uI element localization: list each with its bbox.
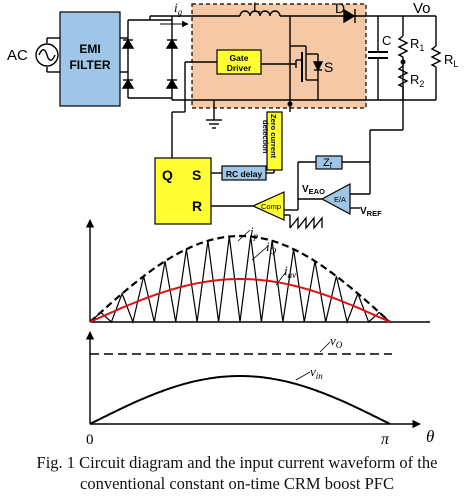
r1-label: R1 [410, 36, 424, 53]
vo-label: Vo [413, 0, 431, 17]
zf-label: Zf [323, 157, 333, 170]
voltage-waveform-plot: vO vin 0 π θ [85, 331, 434, 448]
vin-rectified-sine [89, 375, 391, 425]
iq-label: iQ [266, 239, 277, 256]
iav-label: iav [284, 263, 296, 280]
circuit-diagram [35, 3, 442, 230]
latch-s-label: S [192, 167, 201, 183]
peak-current-envelope [89, 234, 391, 323]
ground-icon [206, 100, 222, 129]
gate-driver-box [216, 49, 262, 75]
load-resistor-icon [430, 16, 442, 100]
vref-label: VREF [360, 206, 382, 218]
ac-source-icon [35, 37, 60, 73]
inductor-icon [239, 10, 281, 17]
switch-label: S [324, 59, 333, 75]
rl-label: RL [444, 52, 458, 69]
current-waveform-plot: ip iQ iav [85, 219, 430, 325]
latch-r-label: R [192, 198, 202, 214]
capacitor-label: C [382, 33, 391, 48]
emi-label-line1: EMI [79, 42, 100, 56]
ig-label: ig [174, 0, 183, 17]
ramp-signal-icon [289, 216, 323, 230]
emi-filter-box [59, 11, 121, 107]
vin-label: vin [310, 364, 323, 381]
circuit-labels: AC EMI FILTER ig L D Vo Gate Driver S C … [7, 0, 458, 218]
ac-label: AC [7, 47, 28, 64]
gate-driver-label-line2: Driver [227, 63, 252, 73]
diode-label: D [335, 0, 345, 16]
vo-waveform-label: vO [330, 333, 343, 350]
rc-delay-label: RC delay [226, 169, 263, 179]
inductor-label: L [253, 0, 261, 15]
veao-label: VEAO [302, 184, 325, 196]
r2-label: R2 [410, 72, 424, 89]
ip-label: ip [250, 224, 259, 241]
bridge-rectifier-icon [121, 19, 179, 99]
theta-label: θ [426, 427, 434, 446]
mosfet-switch-icon [290, 45, 324, 100]
gate-driver-label-line1: Gate [230, 53, 249, 63]
comparator-icon [251, 191, 285, 221]
comparator-label: Comp [261, 202, 281, 211]
output-capacitor-icon [368, 16, 388, 100]
caption-line-2: conventional constant on-time CRM boost … [80, 474, 394, 493]
origin-label: 0 [86, 432, 94, 448]
caption-line-1: Fig. 1 Circuit diagram and the input cur… [36, 453, 438, 472]
sr-latch-box [154, 157, 212, 225]
pi-label: π [381, 431, 390, 448]
inductor-current-triangle-wave [89, 236, 391, 325]
figure-caption: Fig. 1 Circuit diagram and the input cur… [0, 452, 474, 494]
emi-label-line2: FILTER [69, 58, 110, 72]
latch-q-label: Q [162, 167, 173, 183]
error-amp-label: E/A [334, 195, 346, 204]
error-amplifier-icon [320, 182, 351, 216]
average-current-curve [89, 278, 391, 323]
zcd-label: Zero current detection [261, 114, 278, 160]
